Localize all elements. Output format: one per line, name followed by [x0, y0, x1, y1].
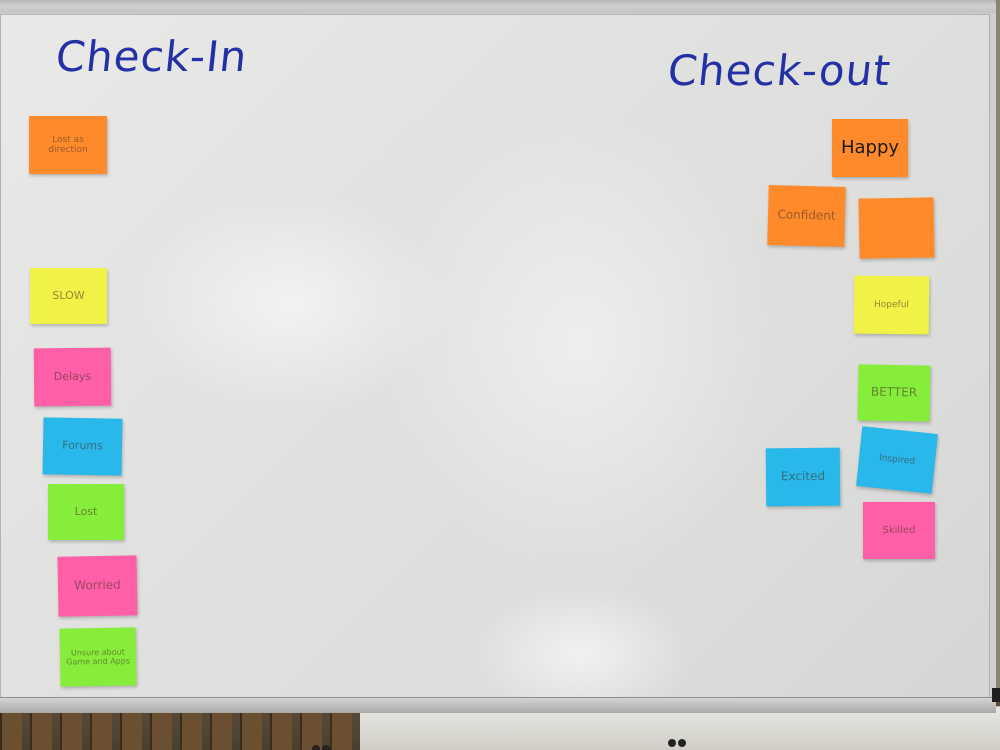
sticky-note-text: Happy [840, 136, 900, 158]
check-out-heading: Check-out [665, 46, 894, 95]
sticky-note[interactable]: Unsure about Game and Apps [59, 627, 137, 687]
sticky-note[interactable]: Lost as direction [29, 116, 107, 174]
sticky-note[interactable] [858, 197, 935, 259]
sticky-note[interactable]: SLOW [30, 268, 107, 324]
sticky-note-text: Excited [780, 468, 826, 484]
sticky-note[interactable]: Worried [57, 555, 138, 617]
sticky-note-text: Hopeful [874, 299, 909, 310]
sticky-note-text: Unsure about Game and Apps [66, 647, 131, 667]
sticky-note[interactable]: Hopeful [853, 275, 930, 335]
sticky-note[interactable]: Delays [33, 347, 112, 407]
sticky-note[interactable]: Skilled [863, 502, 935, 559]
whiteboard-surface [0, 14, 990, 698]
check-in-heading: Check-In [53, 32, 250, 81]
marker-tray [0, 697, 996, 713]
board-corner-bracket [992, 688, 1000, 702]
sticky-note[interactable]: Happy [832, 119, 908, 177]
sticky-note[interactable]: Confident [767, 185, 846, 247]
sticky-note[interactable]: Forums [42, 417, 123, 476]
sticky-note-text: BETTER [870, 384, 918, 400]
wooden-fence [0, 708, 360, 750]
sticky-note-text: Worried [74, 577, 121, 593]
sticky-note-text: Lost [74, 504, 98, 518]
cabinet [312, 706, 1000, 750]
sticky-note-text: SLOW [52, 288, 85, 302]
sticky-note-text: Skilled [882, 524, 916, 536]
sticky-note[interactable]: Lost [48, 484, 124, 540]
sticky-note-text: Forums [62, 438, 103, 453]
sticky-note-text: Lost as direction [48, 134, 88, 155]
whiteboard [0, 0, 996, 713]
sticky-note[interactable]: Inspired [856, 426, 938, 494]
sticky-note-text: Inspired [878, 452, 916, 467]
sticky-note-text: Confident [777, 207, 836, 223]
sticky-note[interactable]: Excited [765, 447, 841, 507]
sticky-note-text: Delays [53, 369, 92, 383]
sticky-note[interactable]: BETTER [857, 364, 931, 422]
